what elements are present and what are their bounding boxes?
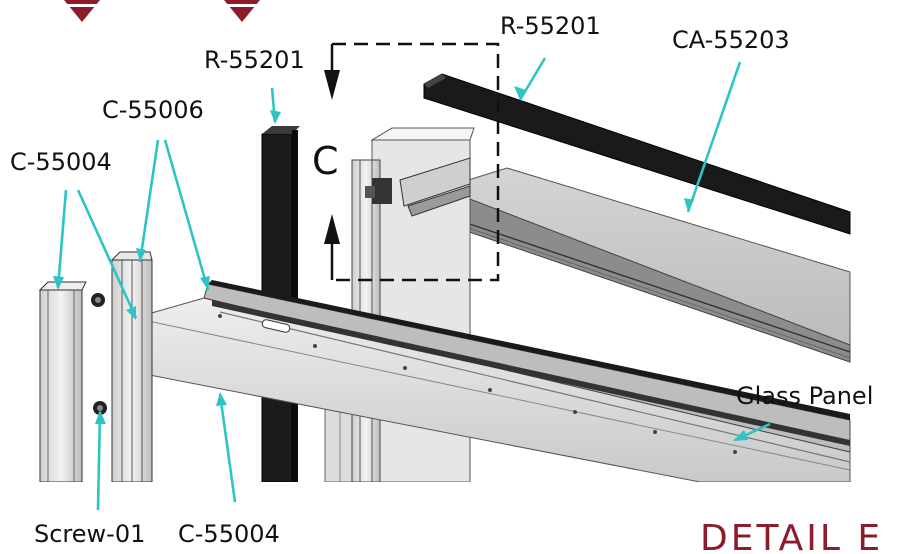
screw-01-part xyxy=(91,293,107,415)
rail-ca-55203 xyxy=(423,73,851,235)
section-arrow-down-icon xyxy=(324,70,340,100)
section-arrow-up-icon xyxy=(324,214,340,244)
section-marker-triangles xyxy=(64,0,260,22)
beam-c-55004 xyxy=(131,280,851,483)
channel-c-55004-left xyxy=(38,281,87,483)
callout-ca-55203: CA-55203 xyxy=(672,26,790,54)
profile-c-55006 xyxy=(110,251,153,483)
section-view-frame xyxy=(324,42,500,282)
glass-panel-part xyxy=(428,167,851,363)
leader-lines xyxy=(53,57,771,511)
callout-r-55201-top: R-55201 xyxy=(500,12,601,40)
callout-screw-01: Screw-01 xyxy=(34,520,145,548)
callout-c-55004-bottom: C-55004 xyxy=(178,520,280,548)
section-letter: C xyxy=(312,139,339,183)
section-marker-right-icon xyxy=(224,0,260,22)
section-marker-left-icon xyxy=(64,0,100,22)
detail-title: DETAIL E xyxy=(700,518,883,554)
callout-glass-panel: Glass Panel xyxy=(736,382,873,410)
callout-labels: R-55201 CA-55203 R-55201 C-55006 C-55004… xyxy=(10,12,883,554)
callout-r-55201-left: R-55201 xyxy=(204,46,305,74)
callout-c-55006: C-55006 xyxy=(102,96,204,124)
callout-c-55004-left: C-55004 xyxy=(10,148,112,176)
